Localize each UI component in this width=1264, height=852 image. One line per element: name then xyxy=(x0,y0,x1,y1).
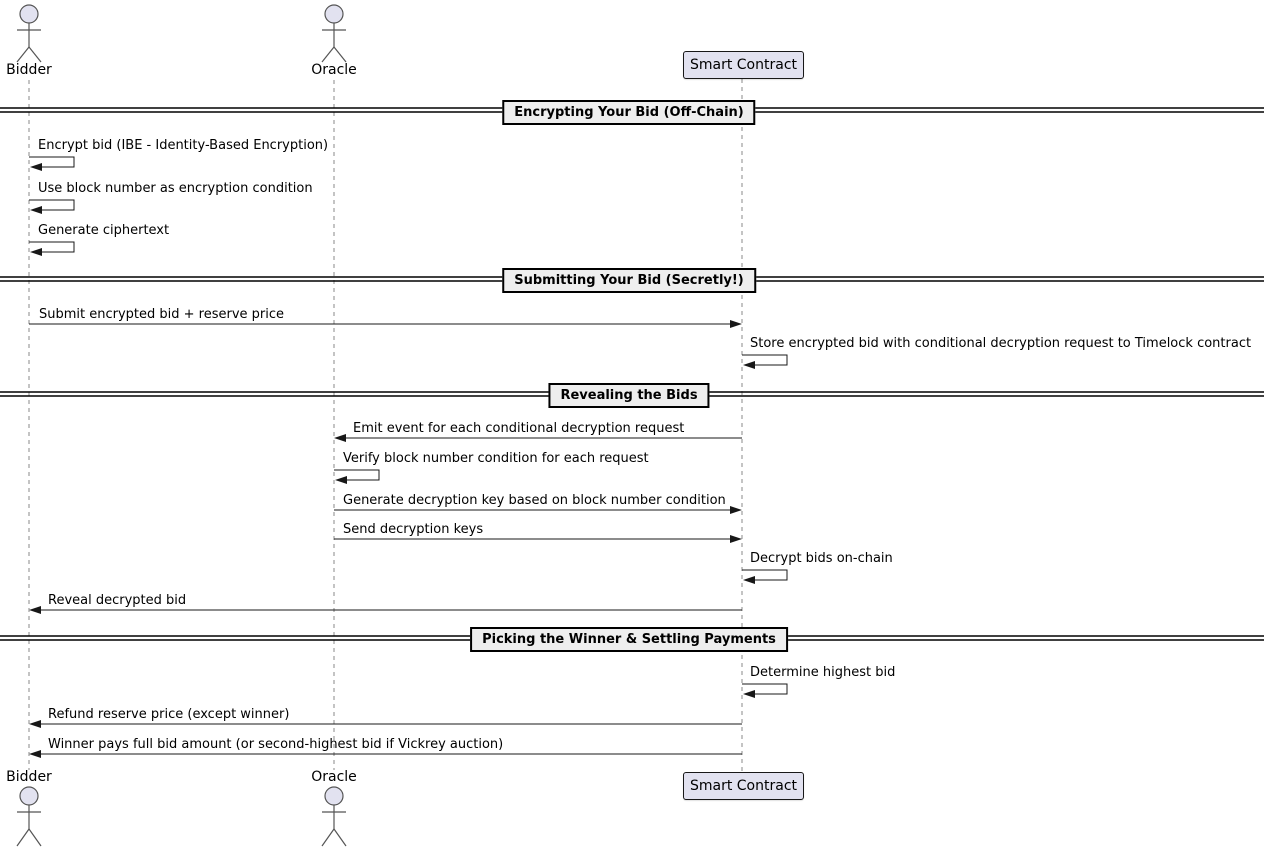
message-label-12: Determine highest bid xyxy=(750,665,896,680)
participant-box-contract-top: Smart Contract xyxy=(683,51,804,79)
self-message-arrow-10 xyxy=(742,569,788,584)
message-label-9: Send decryption keys xyxy=(343,522,484,537)
message-label-7: Verify block number condition for each r… xyxy=(343,451,649,466)
message-label-4: Submit encrypted bid + reserve price xyxy=(39,307,285,322)
message-label-14: Winner pays full bid amount (or second-h… xyxy=(48,737,504,752)
participant-label-contract-top: Smart Contract xyxy=(689,57,798,73)
participant-box-contract-bottom: Smart Contract xyxy=(683,772,804,800)
actor-label-oracle-bottom: Oracle xyxy=(311,769,357,785)
message-label-8: Generate decryption key based on block n… xyxy=(343,493,726,508)
divider-revealing: Revealing the Bids xyxy=(548,383,710,408)
divider-winner: Picking the Winner & Settling Payments xyxy=(470,627,788,652)
actor-figure-bidder-bottom xyxy=(16,786,42,847)
message-label-5: Store encrypted bid with conditional dec… xyxy=(750,336,1252,351)
actor-label-oracle-top: Oracle xyxy=(311,62,357,78)
self-message-arrow-7 xyxy=(334,469,380,484)
actor-label-bidder-bottom: Bidder xyxy=(6,769,52,785)
self-message-arrow-3 xyxy=(29,241,75,256)
message-label-10: Decrypt bids on-chain xyxy=(750,551,893,566)
divider-submitting: Submitting Your Bid (Secretly!) xyxy=(502,268,756,293)
actor-figure-bidder-top xyxy=(16,4,42,63)
lifelines xyxy=(28,79,743,771)
self-message-arrow-5 xyxy=(742,354,788,369)
message-arrow-4 xyxy=(29,320,742,328)
message-label-3: Generate ciphertext xyxy=(38,223,170,238)
participant-label-contract-bottom: Smart Contract xyxy=(689,778,798,794)
message-arrow-13 xyxy=(29,720,742,728)
message-arrow-8 xyxy=(334,506,742,514)
actor-figure-oracle-bottom xyxy=(321,786,347,847)
message-label-1: Encrypt bid (IBE - Identity-Based Encryp… xyxy=(38,138,329,153)
message-label-2: Use block number as encryption condition xyxy=(38,181,313,196)
message-arrow-11 xyxy=(29,606,742,614)
divider-encrypting: Encrypting Your Bid (Off-Chain) xyxy=(502,100,756,125)
self-message-arrow-12 xyxy=(742,683,788,698)
message-arrow-9 xyxy=(334,535,742,543)
message-label-6: Emit event for each conditional decrypti… xyxy=(353,421,685,436)
message-label-13: Refund reserve price (except winner) xyxy=(48,707,290,722)
message-label-11: Reveal decrypted bid xyxy=(48,593,187,608)
self-message-arrow-1 xyxy=(29,156,75,171)
actor-label-bidder-top: Bidder xyxy=(6,62,52,78)
self-message-arrow-2 xyxy=(29,199,75,214)
message-arrow-6 xyxy=(334,434,742,442)
message-arrow-14 xyxy=(29,750,742,758)
actor-figure-oracle-top xyxy=(321,4,347,63)
